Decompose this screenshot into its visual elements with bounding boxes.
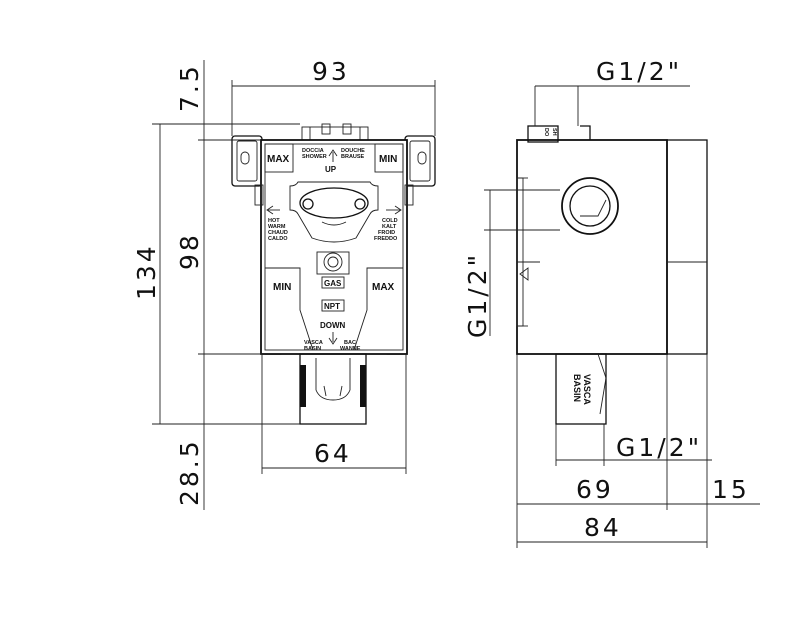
- label-vasca: VASCA: [304, 340, 323, 346]
- label-gas: GAS: [324, 279, 342, 288]
- label-min-bottom-left: MIN: [273, 282, 291, 293]
- front-oval-port: [299, 187, 369, 219]
- dim-total-height-134: 134: [132, 243, 161, 300]
- label-bac: BAC: [344, 340, 356, 346]
- bottom-outlet: [299, 353, 367, 425]
- npt-badge-frame: [321, 299, 345, 312]
- dim-depth-69: 69: [576, 475, 614, 504]
- label-chaud: CHAUD: [268, 230, 288, 236]
- side-label-basin: BASIN: [572, 374, 582, 402]
- dim-top-gap-7-5: 7.5: [175, 63, 204, 112]
- label-cold: COLD: [382, 218, 398, 224]
- front-cross-recess: [289, 181, 379, 243]
- gas-badge-frame: [321, 276, 345, 289]
- side-label-sh: SH: [551, 128, 557, 136]
- dim-bottom-gap-28-5: 28.5: [175, 438, 204, 506]
- label-max-bottom-right: MAX: [372, 282, 395, 293]
- label-caldo: CALDO: [268, 236, 288, 242]
- dim-depth-84: 84: [584, 513, 622, 542]
- label-min-top-right: MIN: [379, 154, 397, 165]
- top-outlet: [301, 123, 369, 142]
- label-brause: BRAUSE: [341, 154, 365, 160]
- mounting-ear-top-left: [231, 135, 263, 187]
- front-view: MAX MIN MIN MAX UP DOWN DOCCIA SHOWER DO…: [132, 57, 436, 510]
- up-arrow-icon: [328, 149, 338, 162]
- down-arrow-icon: [328, 332, 338, 345]
- front-dimension-lines: [152, 60, 436, 510]
- side-view: DO SH VASCA BASIN G1/2" G1/2" G1/: [463, 57, 760, 548]
- label-warm: WARM: [268, 224, 286, 230]
- label-down: DOWN: [320, 321, 346, 330]
- side-label-do: DO: [543, 128, 549, 137]
- mounting-ear-top-right: [404, 135, 436, 187]
- label-doccia: DOCCIA: [302, 148, 324, 154]
- label-shower: SHOWER: [302, 154, 327, 160]
- brand-logo-icon: [316, 251, 350, 275]
- dim-width-93: 93: [312, 57, 350, 86]
- dim-thread-top: G1/2": [596, 57, 682, 86]
- label-wanne: WANNE: [340, 346, 361, 352]
- side-body-outer: [516, 139, 668, 355]
- label-douche: DOUCHE: [341, 148, 365, 154]
- dim-bottom-width-64: 64: [314, 439, 352, 468]
- dim-depth-15: 15: [712, 475, 750, 504]
- side-dimension-lines: [484, 85, 760, 548]
- right-arrow-icon: [386, 205, 402, 215]
- label-froid: FROID: [378, 230, 395, 236]
- left-arrow-icon: [266, 205, 280, 215]
- label-npt: NPT: [324, 302, 340, 311]
- dim-body-height-98: 98: [175, 232, 204, 270]
- front-body-inner: [264, 143, 404, 351]
- label-freddo: FREDDO: [374, 236, 398, 242]
- side-bottom-outlet: [555, 353, 607, 425]
- front-body-outer: [260, 139, 408, 355]
- dim-thread-bottom: G1/2": [616, 433, 702, 462]
- label-hot: HOT: [268, 218, 280, 224]
- side-circular-outlet: [561, 177, 619, 235]
- side-label-vasca: VASCA: [582, 374, 592, 405]
- label-max-top-left: MAX: [267, 154, 290, 165]
- dim-thread-side: G1/2": [463, 252, 492, 338]
- label-kalt: KALT: [382, 224, 397, 230]
- label-up: UP: [325, 165, 337, 174]
- label-basin: BASIN: [304, 346, 321, 352]
